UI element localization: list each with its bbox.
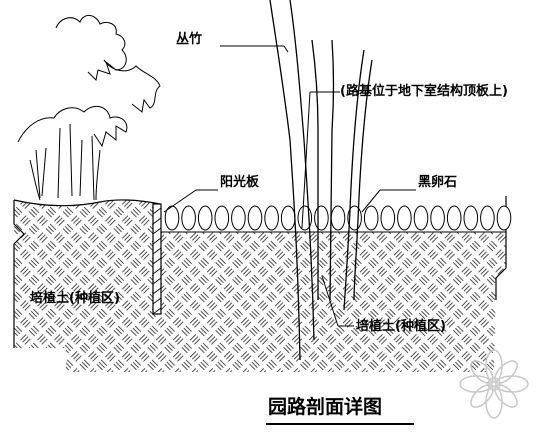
pebble — [430, 205, 445, 231]
pebble — [480, 205, 495, 231]
soil-section — [13, 196, 507, 372]
pebble — [214, 205, 230, 231]
black-pebble-label: 黑卵石 — [418, 175, 458, 190]
pebble — [413, 205, 429, 231]
roadbase-note-label: (路基位于地下室结构顶板上) — [340, 84, 508, 99]
sunlight-panel-label: 阳光板 — [220, 175, 260, 190]
drawing-title: 园路剖面详图 — [268, 396, 383, 418]
sunlight-panel — [152, 203, 162, 315]
flower-watermark-icon — [459, 349, 529, 419]
bamboo-stems — [269, 0, 373, 361]
pebble — [397, 205, 412, 231]
pebble — [280, 205, 296, 231]
pebble — [446, 205, 462, 231]
shrub-planting — [17, 15, 161, 201]
pebble — [463, 205, 479, 231]
black-pebble-layer — [164, 205, 512, 231]
pebble — [181, 205, 196, 231]
pebble — [496, 205, 512, 231]
bamboo-label: 丛竹 — [176, 32, 203, 47]
pebble — [380, 205, 396, 231]
pebble — [314, 205, 329, 231]
soil-right-label: 培植土(种植区) — [356, 319, 446, 334]
pebble — [264, 205, 279, 231]
soil-left-label: 培植土(种植区) — [30, 291, 120, 306]
pebble — [197, 205, 213, 231]
pebble — [330, 205, 346, 231]
pebble — [231, 205, 246, 231]
leader-lines — [163, 45, 416, 327]
pebble — [363, 205, 379, 231]
title-underline — [266, 423, 414, 425]
pebble — [247, 205, 263, 231]
